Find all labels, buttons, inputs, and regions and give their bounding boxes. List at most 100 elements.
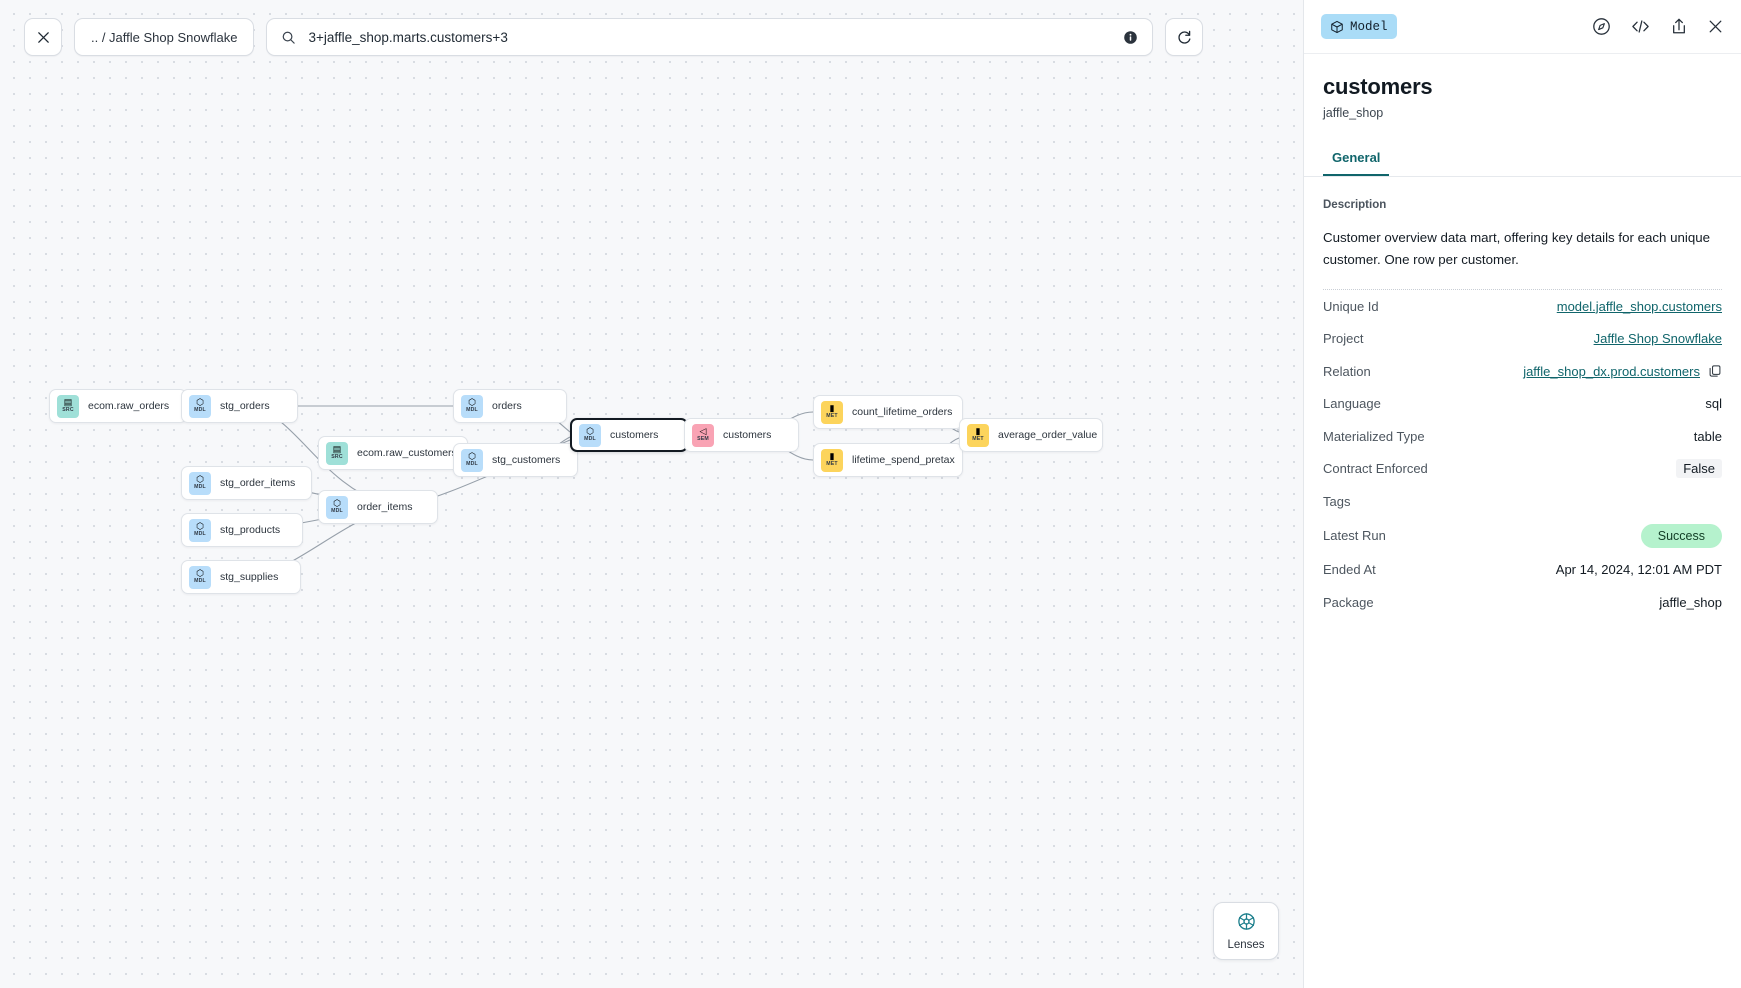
detail-row-key: Language [1323, 396, 1381, 412]
compass-icon[interactable] [1592, 17, 1611, 36]
detail-row-value: Apr 14, 2024, 12:01 AM PDT [1555, 562, 1722, 578]
resource-type-label: Model [1350, 19, 1388, 34]
detail-row-value-wrap: jaffle_shop_dx.prod.customers [1523, 364, 1722, 379]
lineage-node-count_lifetime_orders[interactable]: ▮MET count_lifetime_orders [813, 395, 963, 429]
detail-row: Relation jaffle_shop_dx.prod.customers [1323, 355, 1722, 388]
status-badge: Success [1640, 523, 1722, 548]
description-text: Customer overview data mart, offering ke… [1323, 227, 1722, 290]
detail-row: Tags [1323, 485, 1722, 518]
lineage-node-customers_semantic[interactable]: ◁SEM customers [684, 418, 799, 452]
details-panel: Model [1303, 0, 1741, 988]
detail-row-value: sql [1705, 396, 1722, 412]
lineage-node-orders[interactable]: ⬡MDL orders [453, 389, 567, 423]
detail-row-key: Latest Run [1323, 528, 1386, 543]
code-icon[interactable] [1630, 17, 1651, 36]
lineage-node-average_order_value[interactable]: ▮MET average_order_value [959, 418, 1103, 452]
lineage-node-ecom_raw_orders[interactable]: ▤SRC ecom.raw_orders [49, 389, 187, 423]
detail-row-value: jaffle_shop [1659, 594, 1722, 610]
description-label: Description [1323, 199, 1387, 211]
lineage-node-stg_supplies[interactable]: ⬡MDL stg_supplies [181, 560, 301, 594]
met-badge-icon: ▮MET [967, 423, 989, 447]
detail-row-value: table [1693, 428, 1722, 444]
lineage-node-lifetime_spend_pretax[interactable]: ▮MET lifetime_spend_pretax [813, 443, 963, 477]
mdl-badge-icon: ⬡MDL [189, 394, 211, 418]
detail-row-key: Relation [1323, 363, 1371, 379]
detail-row-key: Package [1323, 594, 1374, 610]
mdl-badge-icon: ⬡MDL [461, 394, 483, 418]
mdl-badge-icon: ⬡MDL [579, 423, 601, 447]
detail-row-value[interactable]: jaffle_shop_dx.prod.customers [1523, 363, 1700, 379]
lineage-node-stg_orders[interactable]: ⬡MDL stg_orders [181, 389, 298, 423]
detail-row-value-wrap: model.jaffle_shop.customers [1557, 299, 1722, 314]
detail-row: Latest Run Success [1323, 518, 1722, 554]
tab-general[interactable]: General [1323, 150, 1390, 176]
mdl-badge-icon: ⬡MDL [189, 565, 211, 589]
lineage-node-order_items[interactable]: ⬡MDL order_items [318, 490, 438, 524]
resource-type-chip[interactable]: Model [1321, 14, 1397, 39]
lineage-node-stg_order_items[interactable]: ⬡MDL stg_order_items [181, 466, 312, 500]
lineage-node-label: stg_products [220, 524, 281, 536]
lineage-node-label: customers [610, 429, 659, 441]
lineage-node-label: orders [492, 400, 522, 412]
lineage-node-label: stg_orders [220, 400, 270, 412]
detail-row-value-wrap: Success [1640, 523, 1722, 548]
met-badge-icon: ▮MET [821, 400, 843, 424]
detail-row-value: False [1676, 459, 1722, 479]
breadcrumb[interactable]: .. / Jaffle Shop Snowflake [74, 18, 255, 56]
lineage-node-label: stg_order_items [220, 477, 296, 489]
lineage-node-label: order_items [357, 501, 413, 513]
lineage-node-label: lifetime_spend_pretax [852, 454, 955, 466]
mdl-badge-icon: ⬡MDL [326, 495, 348, 519]
detail-row: Package jaffle_shop [1323, 586, 1722, 619]
detail-row-value-wrap: jaffle_shop [1659, 595, 1722, 610]
detail-row-key: Tags [1323, 493, 1351, 509]
panel-title-block: customers jaffle_shop [1304, 54, 1741, 120]
refresh-button[interactable] [1165, 18, 1204, 56]
detail-row-key: Ended At [1323, 562, 1376, 578]
copy-icon[interactable] [1708, 364, 1722, 378]
lineage-search[interactable] [266, 18, 1154, 56]
detail-row-value-wrap: False [1676, 459, 1722, 479]
sem-badge-icon: ◁SEM [692, 423, 714, 447]
lenses-button[interactable]: Lenses [1213, 902, 1279, 960]
mdl-badge-icon: ⬡MDL [461, 448, 483, 472]
detail-row-value[interactable]: model.jaffle_shop.customers [1556, 298, 1722, 314]
search-input[interactable] [308, 29, 1124, 45]
close-lineage-button[interactable] [24, 18, 62, 56]
detail-row-value[interactable]: Jaffle Shop Snowflake [1593, 331, 1722, 347]
detail-row-value-wrap: Jaffle Shop Snowflake [1594, 331, 1722, 346]
lineage-node-stg_customers[interactable]: ⬡MDL stg_customers [453, 443, 578, 477]
share-icon[interactable] [1670, 17, 1688, 36]
info-icon[interactable] [1123, 30, 1138, 45]
lineage-node-label: ecom.raw_customers [357, 447, 457, 459]
lineage-node-label: customers [723, 429, 772, 441]
search-icon [281, 30, 296, 45]
met-badge-icon: ▮MET [821, 448, 843, 472]
src-badge-icon: ▤SRC [57, 394, 79, 418]
close-panel-icon[interactable] [1707, 18, 1724, 35]
lineage-node-customers_model[interactable]: ⬡MDL customers [570, 418, 688, 452]
lineage-node-label: ecom.raw_orders [88, 400, 170, 412]
lenses-label: Lenses [1227, 938, 1265, 951]
lineage-node-label: count_lifetime_orders [852, 406, 953, 418]
lineage-node-label: average_order_value [998, 429, 1098, 441]
cube-icon [1331, 20, 1343, 33]
mdl-badge-icon: ⬡MDL [189, 471, 211, 495]
canvas-toolbar: .. / Jaffle Shop Snowflake [24, 18, 1204, 56]
panel-header: Model [1304, 0, 1741, 54]
detail-row-key: Materialized Type [1323, 428, 1425, 444]
lineage-node-label: stg_customers [492, 454, 561, 466]
lineage-node-label: stg_supplies [220, 571, 279, 583]
page-title: customers [1323, 74, 1433, 99]
close-icon [37, 31, 49, 43]
panel-tabs: General [1304, 150, 1741, 177]
detail-row: Ended At Apr 14, 2024, 12:01 AM PDT [1323, 554, 1722, 587]
